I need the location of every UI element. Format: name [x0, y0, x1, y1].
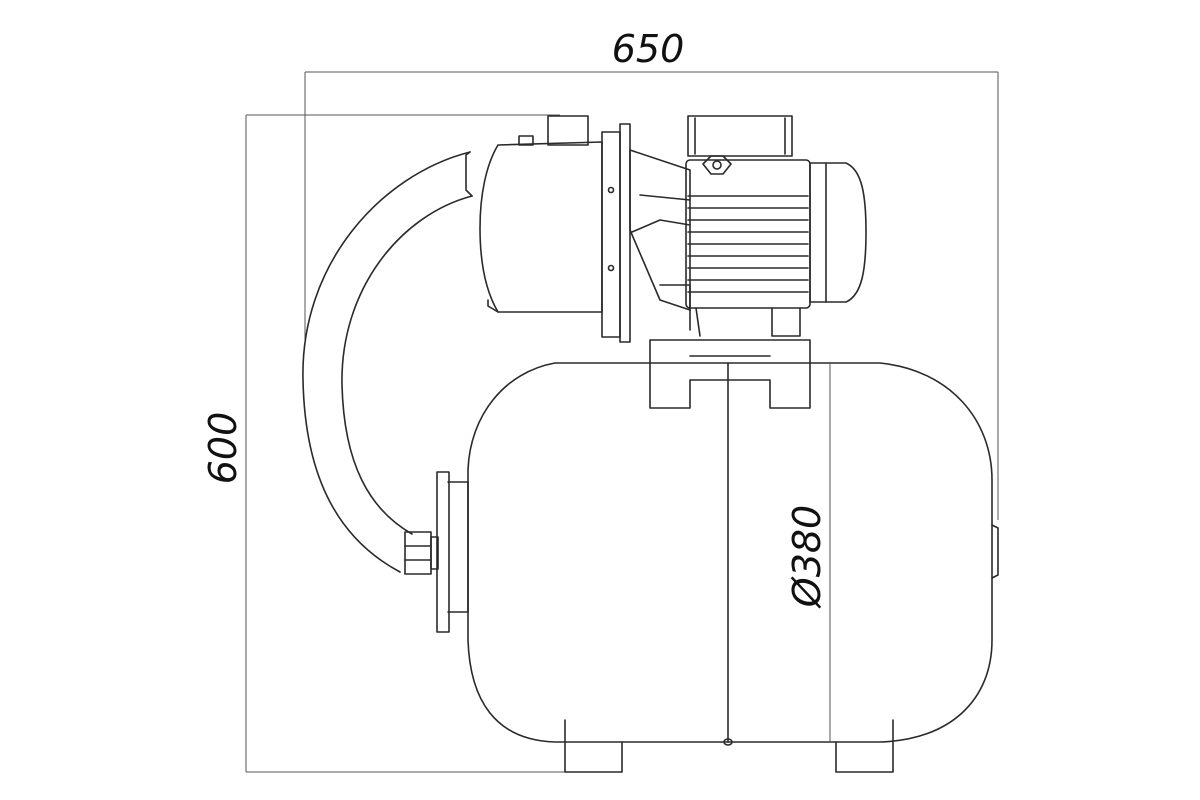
bracket-rib	[631, 219, 691, 233]
pump-housing	[479, 141, 603, 313]
tank-body	[467, 362, 993, 743]
pump-mount-bracket	[649, 339, 811, 409]
motor-body	[685, 159, 811, 309]
tank-seam-bottom	[723, 738, 733, 746]
tank-flange-neck	[447, 481, 469, 613]
flange-bolt	[607, 264, 615, 272]
cable-gland-nut	[702, 155, 732, 175]
terminal-box	[687, 115, 793, 157]
pump-outlet	[547, 115, 589, 146]
bracket-foot	[659, 284, 691, 331]
bracket-rib	[639, 194, 691, 201]
width-dimension: 650	[304, 27, 999, 520]
mount-plate	[649, 339, 811, 409]
hose-inner-edge	[341, 195, 473, 535]
tank-foot-right	[835, 719, 894, 773]
pump-flange-plate	[619, 123, 631, 343]
pump-assembly	[479, 115, 867, 343]
motor-cooling-fins	[687, 195, 809, 293]
hose-outer-edge	[302, 151, 471, 573]
motor-bracket	[629, 149, 691, 311]
motor-foot	[695, 307, 701, 337]
height-label: 600	[201, 412, 245, 485]
hose-nipple	[430, 536, 439, 570]
diameter-dimension: Ø380	[785, 363, 831, 742]
tank-flange	[436, 471, 450, 633]
hose-top-cap	[465, 151, 473, 197]
fan-cover	[809, 162, 867, 303]
tank-foot-left	[564, 719, 623, 773]
flange-bolt	[607, 186, 615, 194]
housing-base-lip	[487, 299, 499, 313]
pump-flange-ring	[601, 131, 621, 338]
hose-fitting	[404, 531, 439, 575]
diameter-label: Ø380	[785, 505, 829, 609]
hose-nut	[404, 531, 432, 575]
height-dimension: 600	[201, 114, 610, 773]
connection-hose	[302, 151, 473, 575]
pump-vent-plug	[518, 135, 534, 146]
pressure-tank	[436, 362, 999, 773]
width-label: 650	[612, 27, 685, 71]
motor-foot	[771, 307, 801, 337]
tank-side-cap	[991, 524, 999, 579]
cable-gland-hole	[712, 160, 722, 170]
